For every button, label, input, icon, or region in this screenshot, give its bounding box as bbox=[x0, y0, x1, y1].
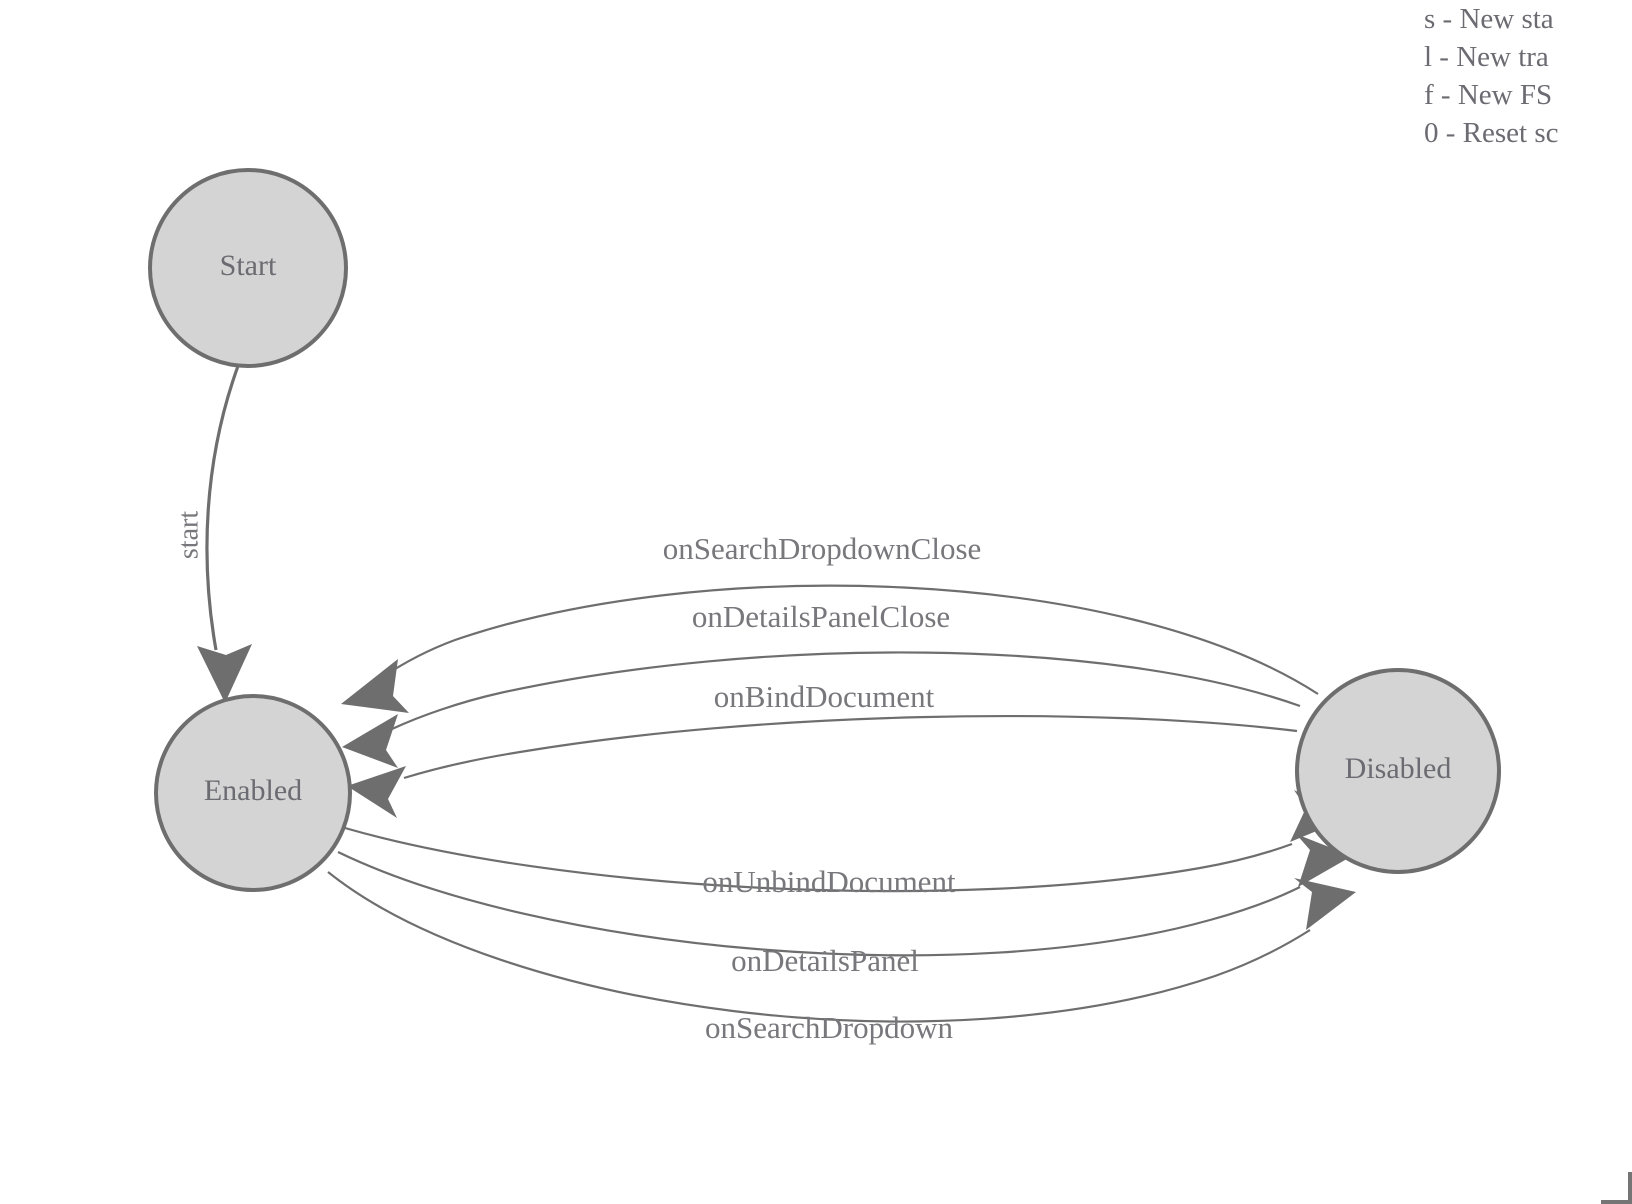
edge-label-on-search-dropdown-close: onSearchDropdownClose bbox=[663, 531, 982, 566]
help-line-new-state: s - New sta bbox=[1424, 3, 1554, 35]
edge-on-details-panel[interactable] bbox=[337, 851, 1301, 957]
edge-label-on-details-panel: onDetailsPanel bbox=[731, 943, 919, 978]
edge-label-on-unbind-document: onUnbindDocument bbox=[702, 864, 956, 899]
edge-group-disabled-to-enabled bbox=[341, 584, 1319, 818]
help-line-reset: 0 - Reset sc bbox=[1424, 117, 1559, 149]
edge-label-on-bind-document: onBindDocument bbox=[714, 679, 935, 714]
edge-label-on-search-dropdown: onSearchDropdown bbox=[705, 1010, 953, 1045]
arrow-head-on-search-dropdown-close bbox=[341, 659, 409, 713]
edge-start[interactable] bbox=[205, 365, 240, 651]
edge-on-search-dropdown[interactable] bbox=[327, 871, 1311, 1023]
state-node-start[interactable]: Start bbox=[148, 168, 348, 368]
edge-on-bind-document[interactable] bbox=[403, 714, 1298, 780]
help-line-new-transition: l - New tra bbox=[1424, 41, 1549, 73]
arrow-head-on-bind-document bbox=[347, 766, 406, 818]
help-line-new-fsm: f - New FS bbox=[1424, 79, 1553, 111]
state-node-enabled-label: Enabled bbox=[204, 774, 302, 807]
edge-group-start-to-enabled bbox=[197, 365, 252, 703]
edge-on-search-dropdown-close[interactable] bbox=[377, 584, 1319, 695]
state-node-disabled[interactable]: Disabled bbox=[1295, 668, 1501, 874]
state-node-start-label: Start bbox=[220, 249, 277, 282]
help-shortcuts-panel: s - New sta l - New tra f - New FS 0 - R… bbox=[1424, 0, 1632, 152]
arrow-head-start bbox=[197, 644, 252, 703]
arrow-head-on-details-panel bbox=[1296, 834, 1352, 887]
arrow-head-on-details-panel-close bbox=[342, 714, 398, 768]
state-node-enabled[interactable]: Enabled bbox=[154, 694, 352, 892]
state-node-disabled-circle[interactable] bbox=[1295, 668, 1501, 874]
edge-label-start: start bbox=[173, 511, 204, 559]
state-node-disabled-label: Disabled bbox=[1345, 752, 1452, 785]
edge-on-details-panel-close[interactable] bbox=[391, 651, 1301, 730]
arrow-head-on-search-dropdown bbox=[1294, 878, 1356, 930]
edge-group-enabled-to-disabled bbox=[327, 790, 1356, 1023]
edge-on-unbind-document[interactable] bbox=[344, 826, 1293, 893]
state-node-start-circle[interactable] bbox=[148, 168, 348, 368]
window-corner-fragment bbox=[1601, 1172, 1632, 1204]
edge-label-on-details-panel-close: onDetailsPanelClose bbox=[692, 599, 950, 634]
state-node-enabled-circle[interactable] bbox=[154, 694, 352, 892]
